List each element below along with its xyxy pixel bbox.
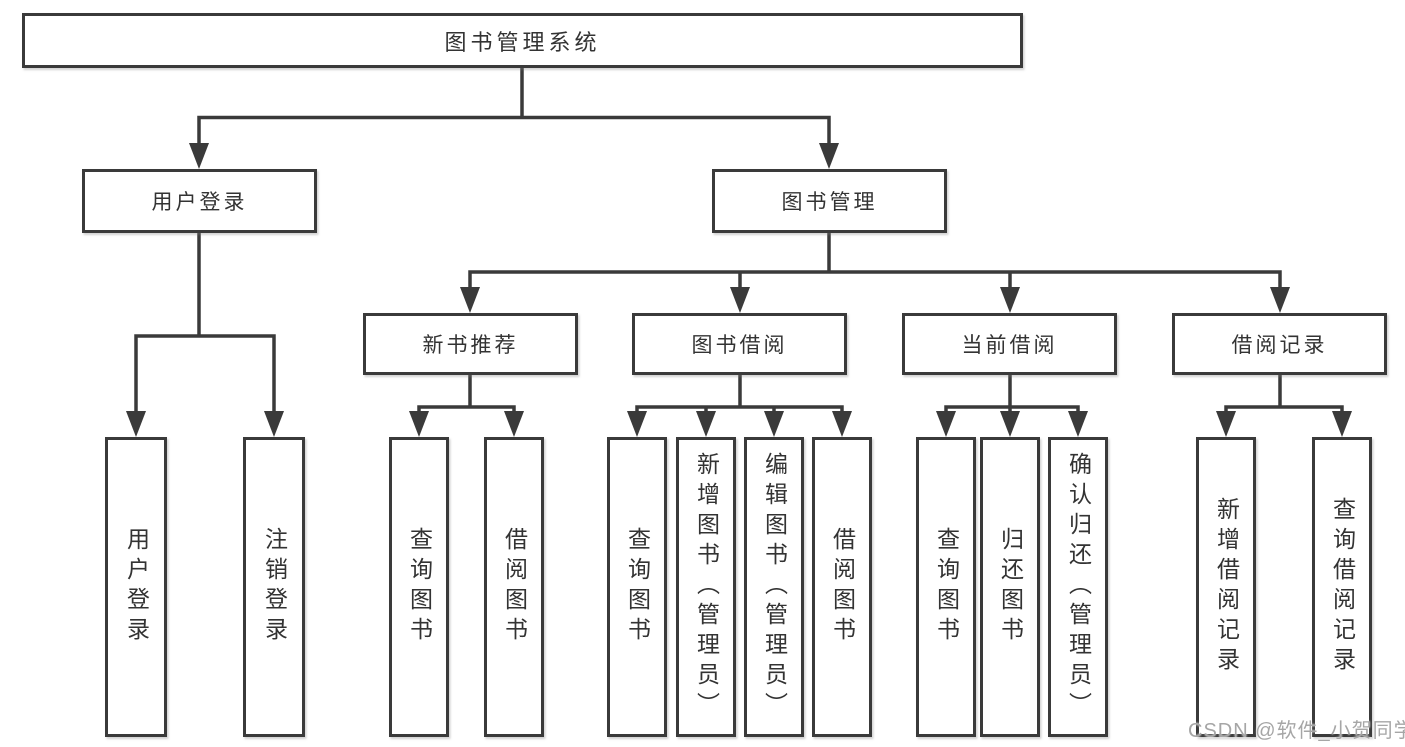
- node-label: 查询图书: [624, 527, 651, 647]
- node-book-management-system: 图书管理系统: [22, 13, 1023, 68]
- node-query-books-2: 查询图书: [607, 437, 667, 737]
- node-label: 编辑图书（管理员）: [761, 452, 788, 722]
- node-borrow-books-2: 借阅图书: [812, 437, 872, 737]
- node-add-borrow-record: 新增借阅记录: [1196, 437, 1256, 737]
- node-label: 查询图书: [933, 527, 960, 647]
- node-user-login: 用户登录: [82, 169, 317, 233]
- node-logout: 注销登录: [243, 437, 305, 737]
- node-label: 用户登录: [151, 191, 248, 214]
- node-label: 确认归还（管理员）: [1065, 452, 1092, 722]
- node-new-book-recommendation: 新书推荐: [363, 313, 578, 375]
- node-return-books: 归还图书: [980, 437, 1040, 737]
- node-add-books-admin: 新增图书（管理员）: [676, 437, 736, 737]
- node-label: 新书推荐: [422, 334, 519, 357]
- node-book-management: 图书管理: [712, 169, 947, 233]
- node-query-books-3: 查询图书: [916, 437, 976, 737]
- node-query-books-1: 查询图书: [389, 437, 449, 737]
- node-confirm-return-admin: 确认归还（管理员）: [1048, 437, 1108, 737]
- node-borrowing-records: 借阅记录: [1172, 313, 1387, 375]
- node-label: 借阅图书: [501, 527, 528, 647]
- node-edit-books-admin: 编辑图书（管理员）: [744, 437, 804, 737]
- node-label: 当前借阅: [961, 334, 1058, 357]
- node-label: 借阅记录: [1231, 334, 1328, 357]
- node-label: 归还图书: [997, 527, 1024, 647]
- node-label: 查询图书: [406, 527, 433, 647]
- node-label: 图书管理: [781, 191, 878, 214]
- node-query-borrow-record: 查询借阅记录: [1312, 437, 1372, 737]
- node-label: 新增借阅记录: [1213, 497, 1240, 677]
- node-label: 新增图书（管理员）: [693, 452, 720, 722]
- node-label: 借阅图书: [829, 527, 856, 647]
- node-book-borrowing: 图书借阅: [632, 313, 847, 375]
- node-label: 查询借阅记录: [1329, 497, 1356, 677]
- node-borrow-books-1: 借阅图书: [484, 437, 544, 737]
- node-label: 图书借阅: [691, 334, 788, 357]
- node-label: 用户登录: [123, 527, 150, 647]
- csdn-watermark: CSDN @软件_小贺同学: [1188, 720, 1405, 742]
- node-label: 图书管理系统: [444, 29, 601, 55]
- node-user-login-leaf: 用户登录: [105, 437, 167, 737]
- node-label: 注销登录: [261, 527, 288, 647]
- node-current-borrowing: 当前借阅: [902, 313, 1117, 375]
